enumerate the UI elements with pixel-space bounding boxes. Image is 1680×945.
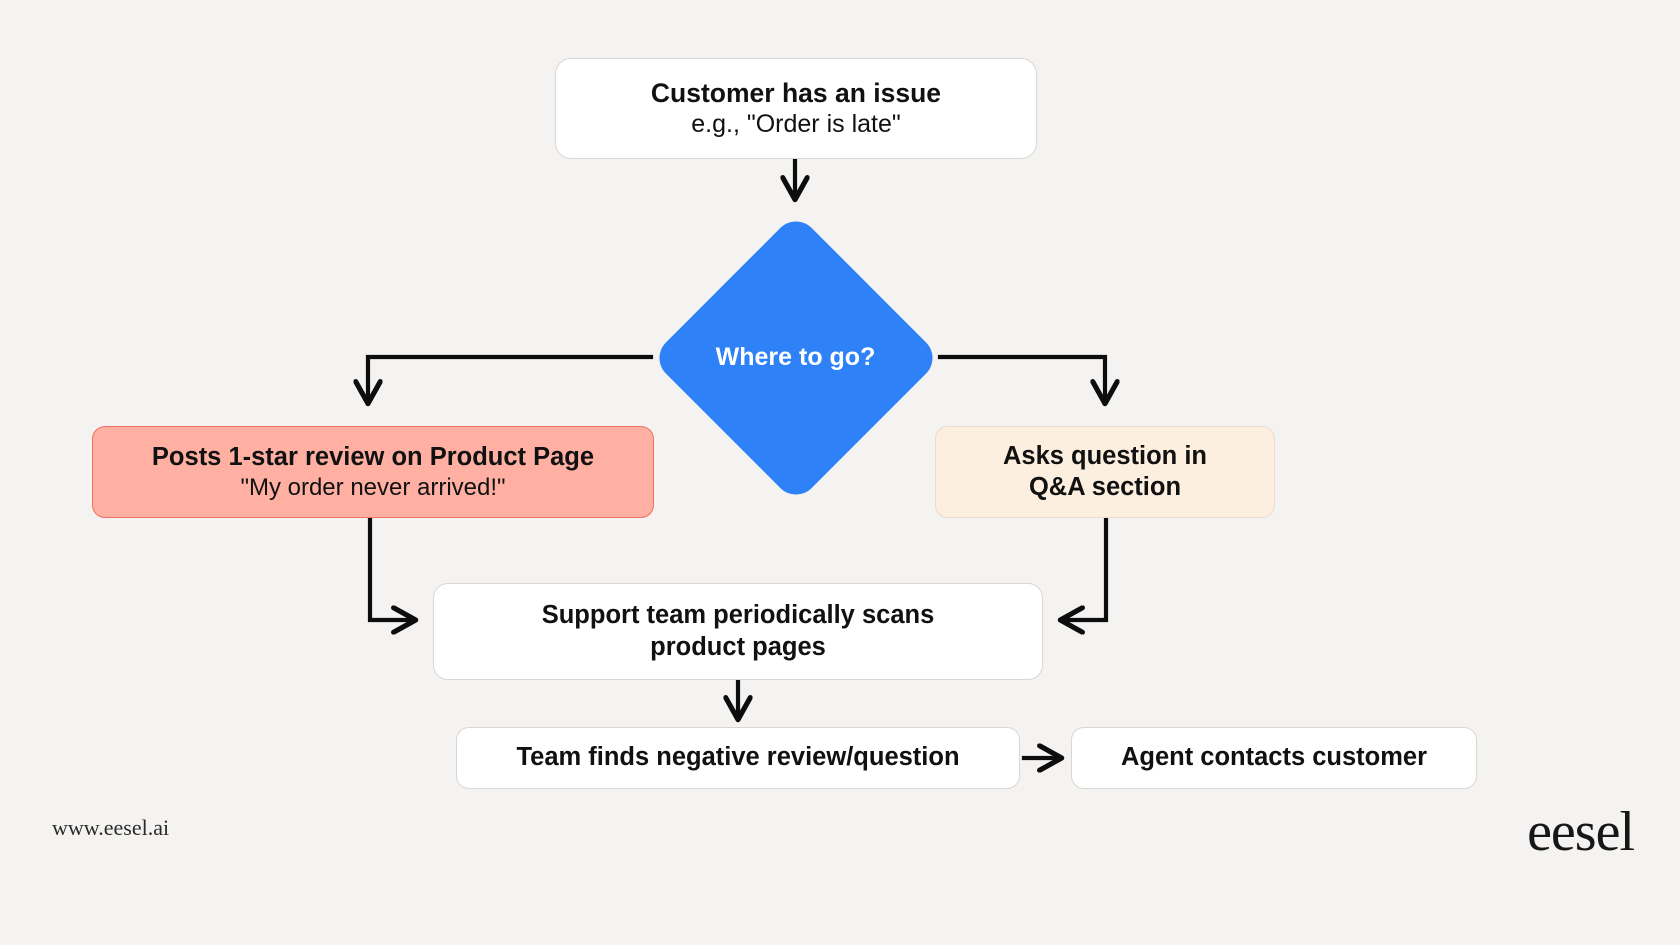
node-review-subtitle: "My order never arrived!": [240, 473, 506, 501]
node-issue-subtitle: e.g., "Order is late": [691, 110, 901, 139]
edge-decision-to-review: [368, 354, 654, 400]
node-decision-where-to-go[interactable]: Where to go?: [649, 211, 942, 504]
node-support-team-scans-product-pages[interactable]: Support team periodically scans product …: [433, 583, 1043, 680]
edge-qa-to-scan: [1064, 516, 1109, 620]
brand-logo-eesel: eesel: [1527, 801, 1635, 863]
node-agent-label: Agent contacts customer: [1120, 743, 1428, 772]
node-decision-label: Where to go?: [715, 343, 876, 372]
footer-website-url: www.eesel.ai: [52, 815, 170, 840]
node-finds-label: Team finds negative review/question: [516, 743, 960, 772]
node-team-finds-negative-review[interactable]: Team finds negative review/question: [456, 727, 1020, 789]
node-scan-line1: Support team periodically scans: [541, 601, 935, 630]
node-issue-title: Customer has an issue: [650, 78, 942, 109]
node-posts-one-star-review[interactable]: Posts 1-star review on Product Page "My …: [92, 426, 654, 518]
node-customer-has-an-issue[interactable]: Customer has an issue e.g., "Order is la…: [555, 58, 1037, 159]
node-asks-question-in-qa-section[interactable]: Asks question in Q&A section: [935, 426, 1275, 518]
edge-decision-to-qa: [937, 354, 1105, 400]
node-scan-line2: product pages: [650, 632, 826, 661]
node-qa-line2: Q&A section: [1028, 473, 1182, 501]
node-agent-contacts-customer[interactable]: Agent contacts customer: [1071, 727, 1477, 789]
node-review-title: Posts 1-star review on Product Page: [151, 442, 595, 471]
node-qa-line1: Asks question in: [1002, 441, 1208, 470]
edge-review-to-scan: [367, 516, 412, 620]
